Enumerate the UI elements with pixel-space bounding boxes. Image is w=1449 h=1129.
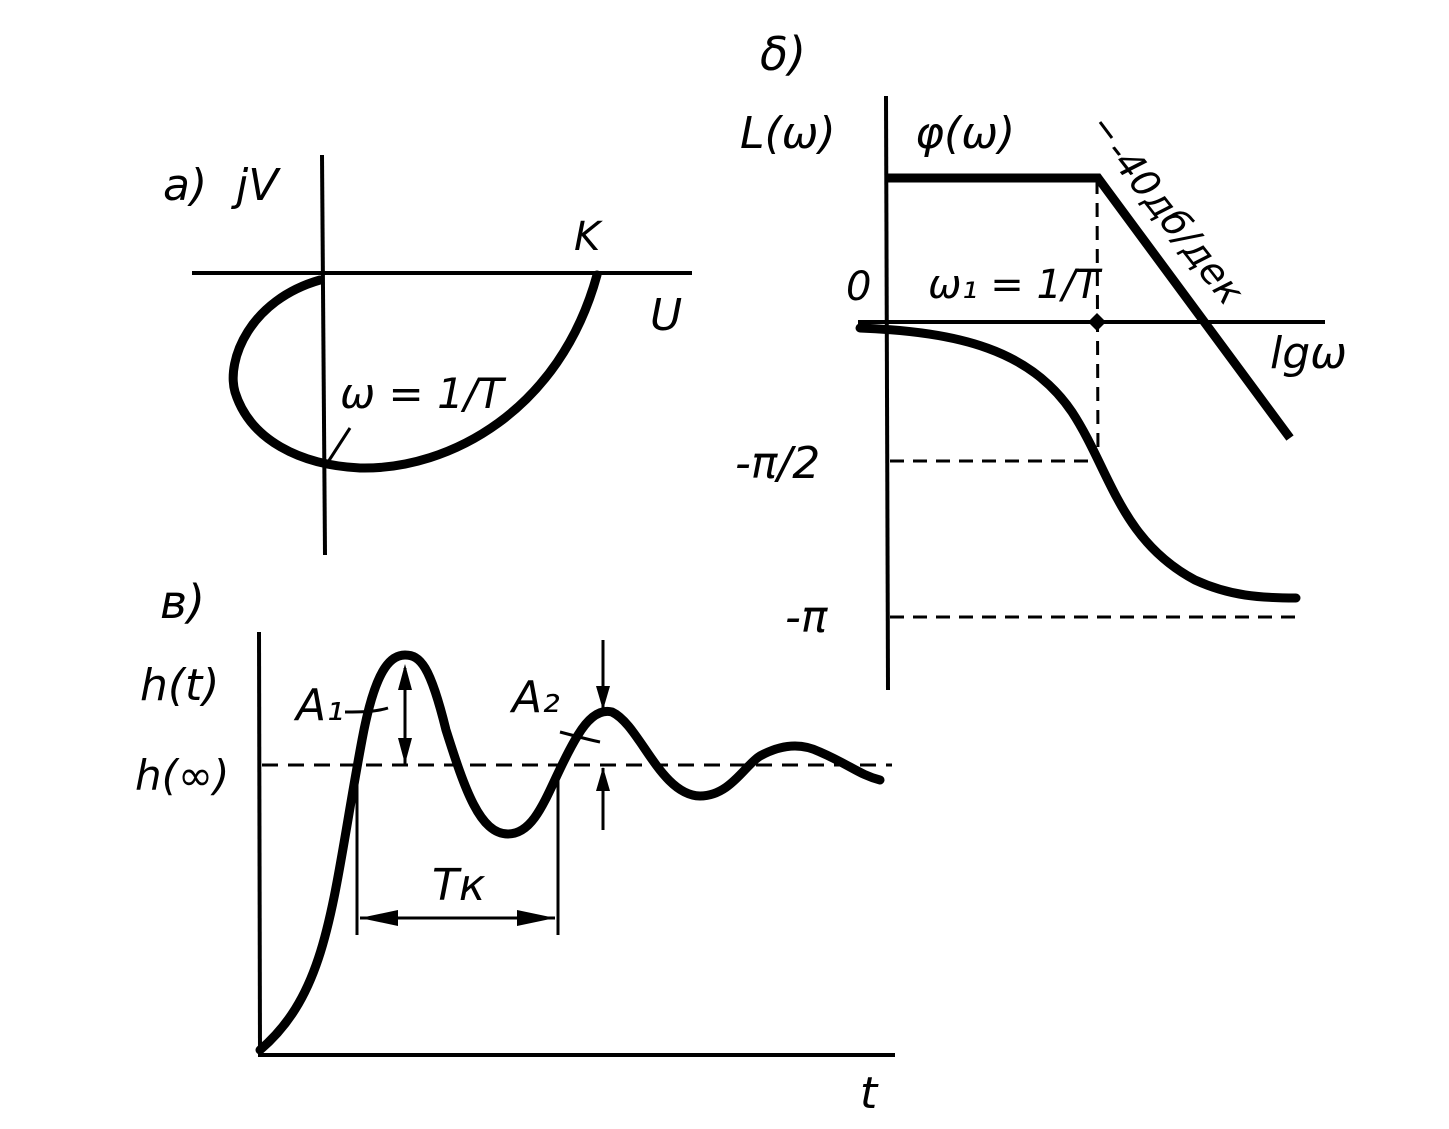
vertical-axis [884, 95, 890, 691]
freq-leader-line [326, 427, 352, 463]
time-axis-label: t [860, 1068, 879, 1119]
phase-axis-label: φ(ω) [915, 108, 1015, 159]
corner-marker [1088, 313, 1106, 331]
steady-state-label: h(∞) [135, 751, 229, 800]
nyquist-curve [228, 270, 602, 473]
period-arrow-head-left [360, 910, 398, 926]
point-k-label: K [574, 214, 603, 260]
magnitude-asymptote [886, 173, 1294, 441]
a2-label: A₂ [509, 672, 560, 723]
panel-b: δ) L(ω) φ(ω) 0 ω₁ = 1/T -40дб/дек lgω -π… [735, 27, 1347, 691]
period-arrow-head-right [517, 910, 555, 926]
zero-label: 0 [846, 264, 871, 310]
panel-c: в) h(t) h(∞) A₁ A₂ Tк t [135, 575, 895, 1119]
half-pi-tick-label: -π/2 [735, 438, 820, 489]
vertical-axis [257, 631, 262, 1058]
panel-b-letter: δ) [760, 27, 806, 81]
corner-freq-label: ω₁ = 1/T [928, 262, 1103, 308]
magnitude-axis-label: L(ω) [740, 108, 836, 159]
phase-curve [855, 323, 1301, 603]
panel-c-letter: в) [160, 575, 205, 629]
slope-tick [1098, 121, 1114, 139]
frequency-axis-label: lgω [1270, 328, 1347, 379]
a1-arrow-head-top [398, 664, 412, 690]
step-response-curve [255, 650, 885, 1055]
panel-a-letter: a) [163, 160, 207, 211]
pi-tick-label: -π [785, 592, 829, 643]
a2-arrow-head-bottom [596, 767, 610, 791]
a2-arrow-head-top [596, 686, 610, 710]
output-axis-label: h(t) [140, 660, 219, 711]
a1-arrow-head-bottom [398, 738, 412, 764]
period-label: Tк [432, 860, 486, 911]
imag-axis [320, 154, 327, 556]
freq-mark-label: ω = 1/T [340, 369, 507, 418]
a1-label: A₁ [293, 680, 344, 731]
a2-leader [559, 730, 601, 744]
imag-axis-label: jV [231, 160, 281, 211]
real-axis-label: U [650, 290, 682, 341]
a1-leader [344, 706, 389, 714]
panel-a: a) jV K U ω = 1/T [163, 154, 692, 556]
